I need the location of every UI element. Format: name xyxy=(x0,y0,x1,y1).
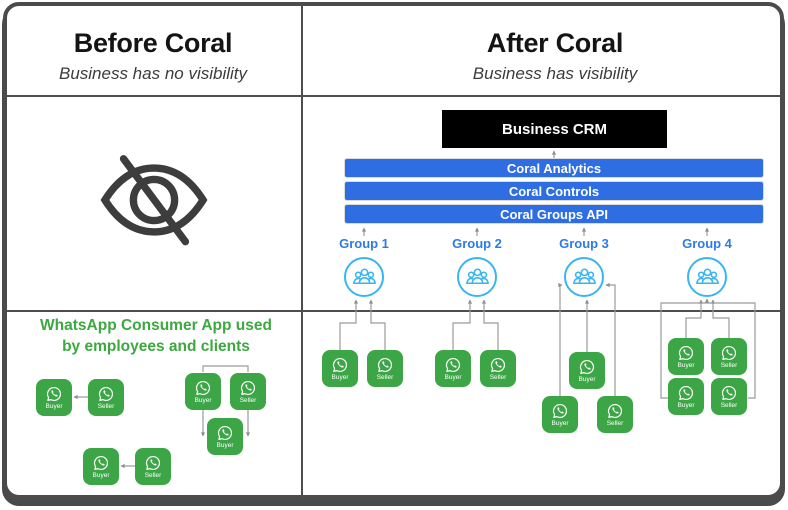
group-1-label: Group 1 xyxy=(339,236,389,251)
whatsapp-chip: Buyer xyxy=(185,373,221,410)
whatsapp-chip: Seller xyxy=(480,350,516,387)
whatsapp-icon xyxy=(97,385,115,403)
whatsapp-icon xyxy=(194,379,212,397)
before-title: Before Coral xyxy=(73,28,233,58)
whatsapp-icon xyxy=(239,379,257,397)
whatsapp-chip-label: Buyer xyxy=(92,472,110,479)
whatsapp-chip-label: Buyer xyxy=(45,403,63,410)
whatsapp-icon xyxy=(331,356,349,374)
group-people-icon xyxy=(463,263,492,292)
whatsapp-chip: Buyer xyxy=(569,352,605,389)
whatsapp-chip: Buyer xyxy=(435,350,471,387)
whatsapp-chip: Seller xyxy=(230,373,266,410)
whatsapp-chip-label: Seller xyxy=(97,403,115,410)
whatsapp-chip: Seller xyxy=(88,379,124,416)
whatsapp-icon xyxy=(677,384,695,402)
card-frame xyxy=(3,2,784,499)
whatsapp-chip-label: Buyer xyxy=(677,402,695,409)
group-people-icon xyxy=(693,263,722,292)
whatsapp-chip-label: Seller xyxy=(720,362,738,369)
whatsapp-chip: Buyer xyxy=(668,378,704,415)
whatsapp-icon xyxy=(376,356,394,374)
whatsapp-icon xyxy=(444,356,462,374)
after-header: After Coral Business has visibility xyxy=(332,28,778,84)
whatsapp-chip-label: Buyer xyxy=(216,442,234,449)
whatsapp-chip: Buyer xyxy=(668,338,704,375)
whatsapp-icon xyxy=(144,454,162,472)
whatsapp-note-line2: by employees and clients xyxy=(62,338,250,355)
whatsapp-chip-label: Seller xyxy=(489,374,507,381)
coral-groups-api-bar: Coral Groups API xyxy=(345,205,763,223)
group-people-icon xyxy=(570,263,599,292)
whatsapp-chip: Seller xyxy=(711,378,747,415)
whatsapp-chip-label: Seller xyxy=(239,397,257,404)
eye-off-icon xyxy=(100,155,208,246)
group-2-icon xyxy=(457,257,497,297)
whatsapp-chip: Buyer xyxy=(207,418,243,455)
whatsapp-icon xyxy=(45,385,63,403)
whatsapp-chip: Buyer xyxy=(36,379,72,416)
whatsapp-chip-label: Buyer xyxy=(444,374,462,381)
whatsapp-chip: Buyer xyxy=(83,448,119,485)
whatsapp-chip-label: Buyer xyxy=(578,376,596,383)
whatsapp-chip-label: Buyer xyxy=(551,420,569,427)
whatsapp-icon xyxy=(677,344,695,362)
business-crm-box: Business CRM xyxy=(442,110,667,148)
horizontal-divider-top xyxy=(7,95,781,97)
whatsapp-icon xyxy=(551,402,569,420)
whatsapp-chip-label: Seller xyxy=(144,472,162,479)
whatsapp-chip: Seller xyxy=(597,396,633,433)
whatsapp-icon xyxy=(92,454,110,472)
group-people-icon xyxy=(350,263,379,292)
whatsapp-chip: Buyer xyxy=(542,396,578,433)
group-4-label: Group 4 xyxy=(682,236,732,251)
after-title: After Coral xyxy=(486,28,624,58)
whatsapp-chip: Seller xyxy=(711,338,747,375)
before-subtitle: Business has no visibility xyxy=(58,64,248,83)
whatsapp-icon xyxy=(720,384,738,402)
before-header: Before Coral Business has no visibility xyxy=(4,28,302,84)
whatsapp-chip-label: Seller xyxy=(606,420,624,427)
whatsapp-chip-label: Buyer xyxy=(194,397,212,404)
group-2-label: Group 2 xyxy=(452,236,502,251)
whatsapp-chip-label: Seller xyxy=(720,402,738,409)
group-3-label: Group 3 xyxy=(559,236,609,251)
whatsapp-chip: Seller xyxy=(135,448,171,485)
whatsapp-icon xyxy=(489,356,507,374)
coral-analytics-bar: Coral Analytics xyxy=(345,159,763,177)
whatsapp-chip: Seller xyxy=(367,350,403,387)
whatsapp-icon xyxy=(578,358,596,376)
whatsapp-note: WhatsApp Consumer App used by employees … xyxy=(6,315,306,357)
horizontal-divider-bottom xyxy=(7,310,781,312)
whatsapp-chip-label: Buyer xyxy=(677,362,695,369)
whatsapp-icon xyxy=(216,424,234,442)
coral-controls-bar: Coral Controls xyxy=(345,182,763,200)
group-3-icon xyxy=(564,257,604,297)
whatsapp-note-line1: WhatsApp Consumer App used xyxy=(40,317,272,334)
after-subtitle: Business has visibility xyxy=(472,64,638,83)
group-4-icon xyxy=(687,257,727,297)
whatsapp-icon xyxy=(720,344,738,362)
whatsapp-chip: Buyer xyxy=(322,350,358,387)
group-1-icon xyxy=(344,257,384,297)
whatsapp-chip-label: Buyer xyxy=(331,374,349,381)
whatsapp-icon xyxy=(606,402,624,420)
whatsapp-chip-label: Seller xyxy=(376,374,394,381)
vertical-divider xyxy=(301,6,303,500)
